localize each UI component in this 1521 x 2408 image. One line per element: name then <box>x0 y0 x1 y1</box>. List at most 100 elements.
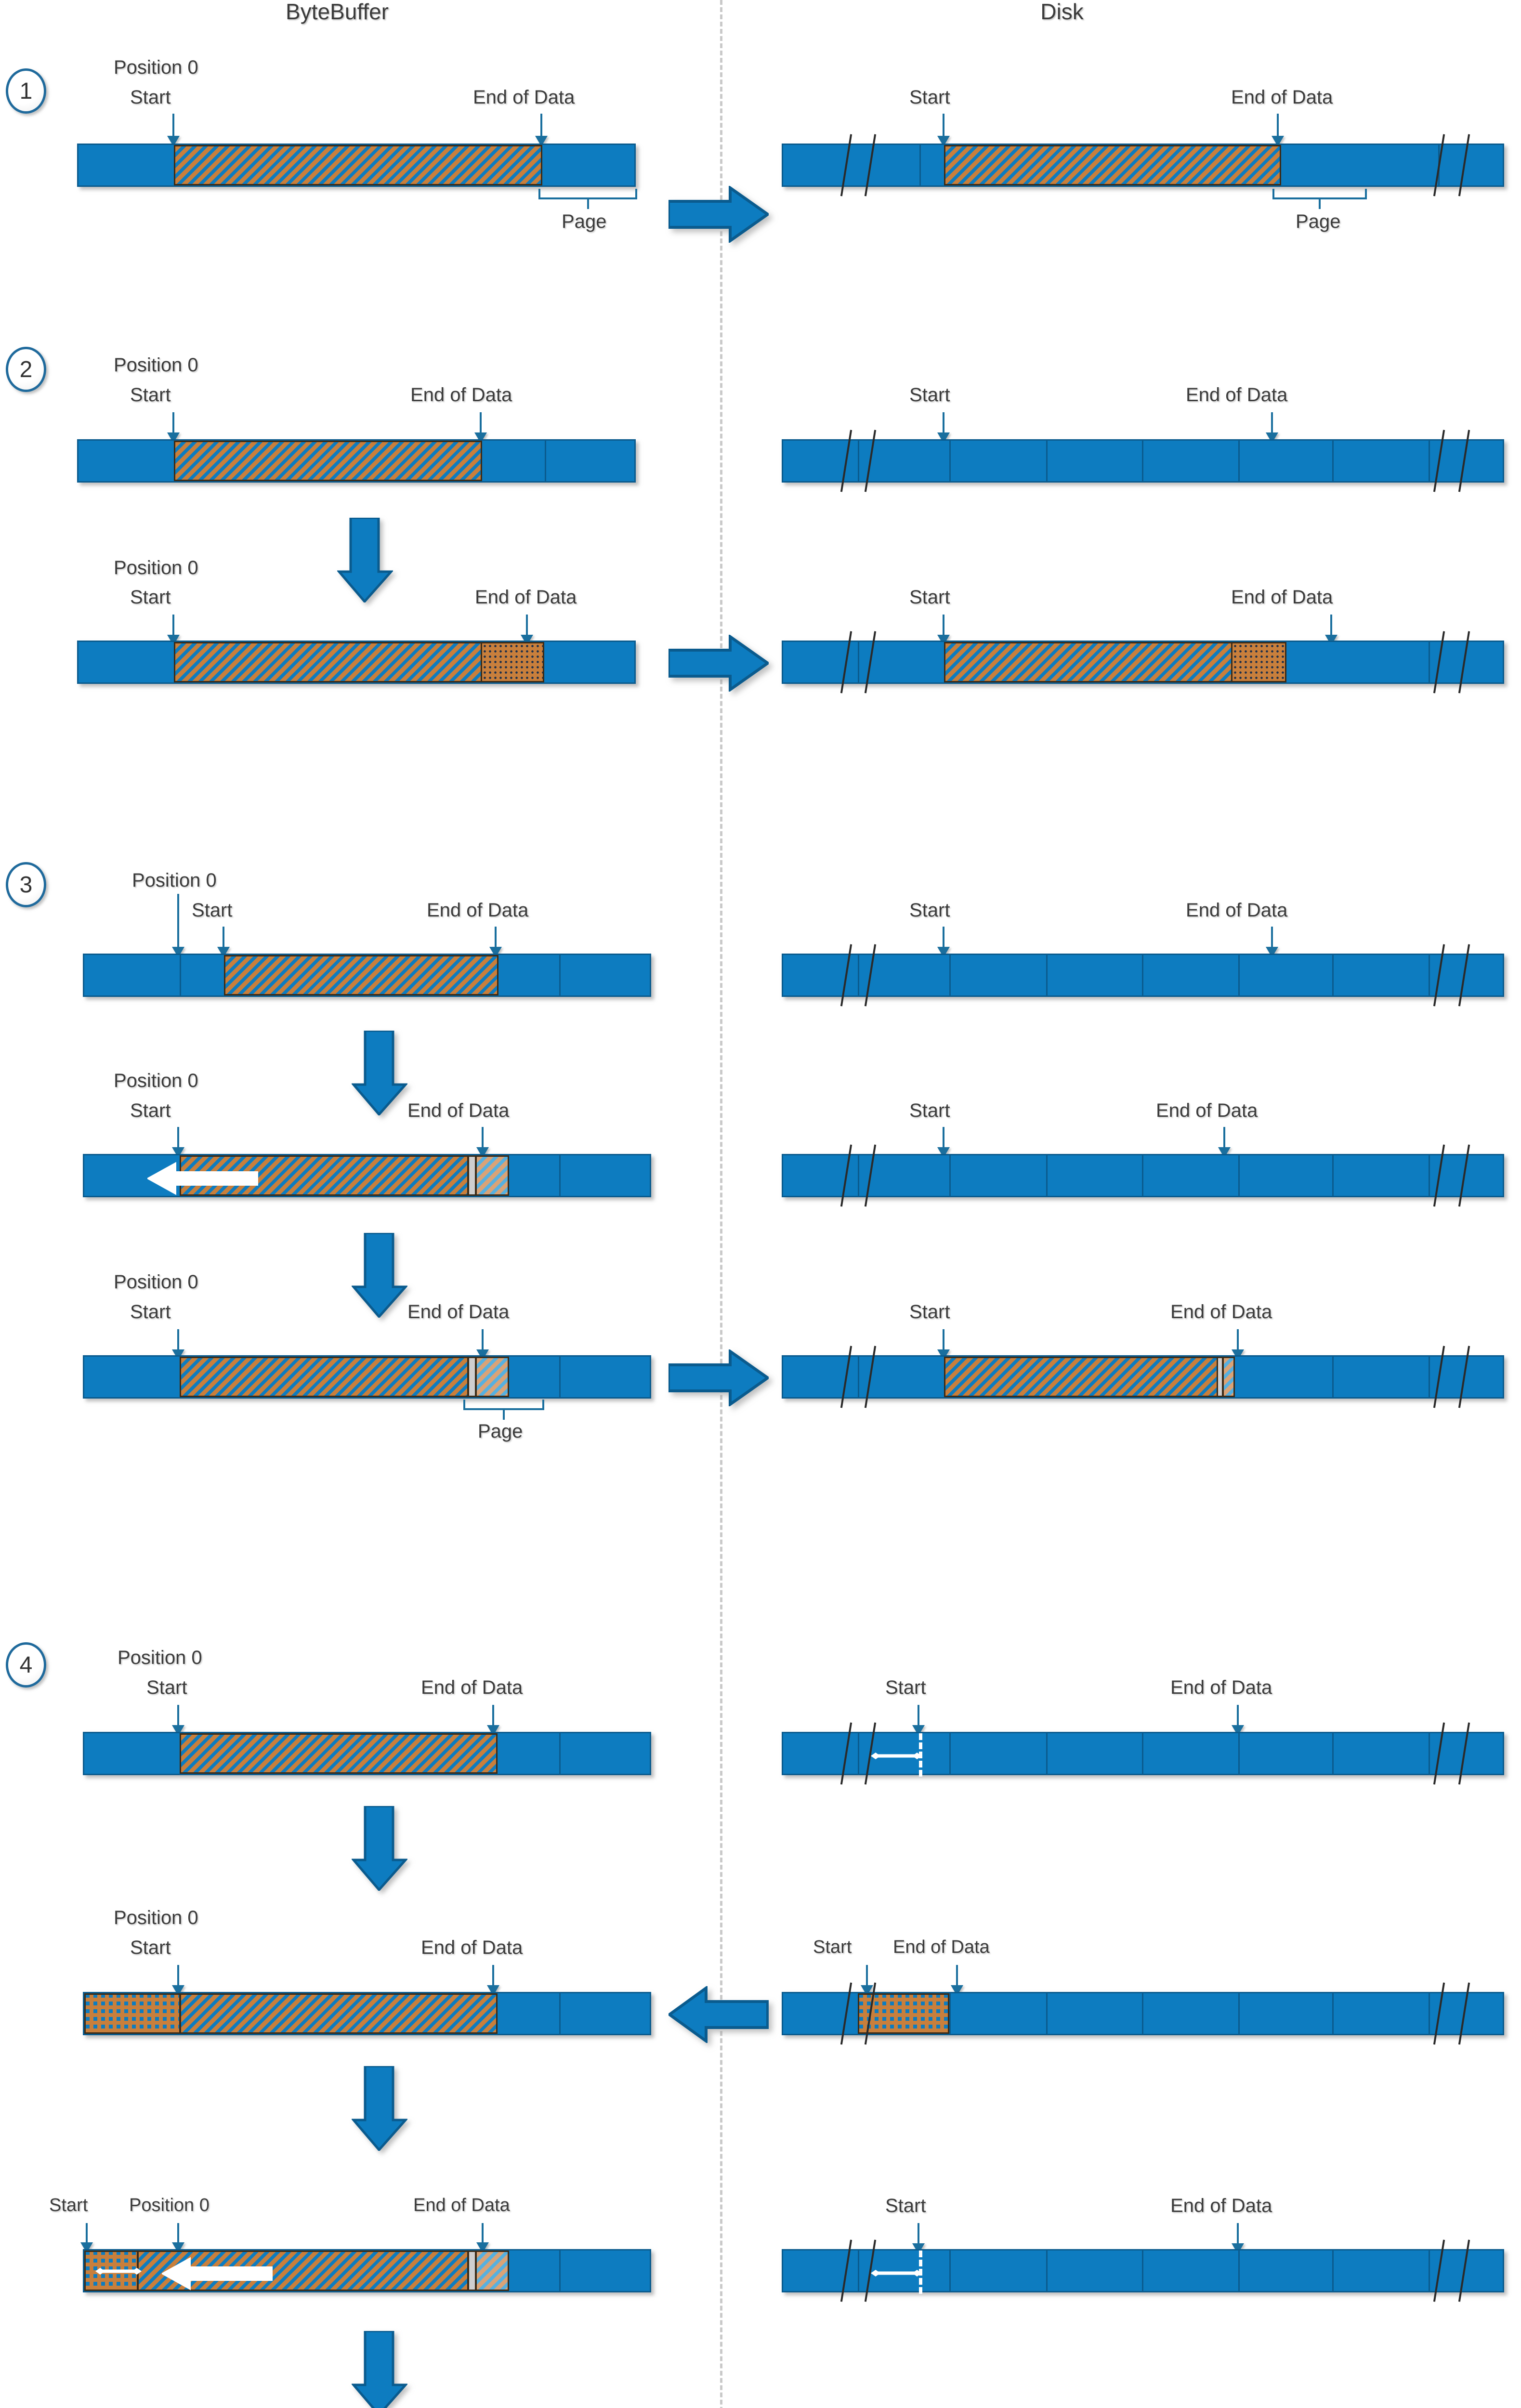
stale-segment <box>475 2251 509 2291</box>
pointer-end-of-data <box>1237 2223 1239 2244</box>
disk-cell-separator <box>1142 441 1143 481</box>
label-position0: Position 0 <box>114 57 198 78</box>
disk-cell-separator <box>1332 2251 1334 2291</box>
label-end-of-data: End of Data <box>1231 87 1333 108</box>
data-segment <box>174 642 482 682</box>
data-segment <box>180 1733 498 1774</box>
cell-separator <box>559 955 561 995</box>
bytebuffer-bar <box>83 954 651 997</box>
disk-cell-separator <box>1429 955 1430 995</box>
cell-separator <box>559 2251 561 2291</box>
disk-cell-separator <box>949 1155 951 1196</box>
label-position0: Position 0 <box>114 354 198 376</box>
disk-cell-separator <box>919 145 921 185</box>
label-end-of-data: End of Data <box>421 1937 523 1958</box>
step-number-1: 1 <box>19 78 33 104</box>
data-segment <box>944 145 1281 185</box>
step-badge-1: 1 <box>6 68 46 114</box>
label-start: Start <box>885 2195 926 2216</box>
stale-segment <box>1222 1357 1235 1397</box>
label-end-of-data: End of Data <box>413 2195 510 2215</box>
step-badge-3: 3 <box>6 862 46 907</box>
disk-cell-separator <box>1429 441 1430 481</box>
bytebuffer-bar <box>83 1355 651 1399</box>
step-badge-2: 2 <box>6 347 46 392</box>
disk-bar <box>782 144 1504 187</box>
data-segment <box>174 441 482 481</box>
pointer-end-of-data <box>492 1705 494 1726</box>
flow-arrow-down <box>352 2331 407 2408</box>
pointer-end-of-data <box>482 1329 484 1350</box>
disk-cell-separator <box>1142 955 1143 995</box>
data-segment <box>180 1993 498 2034</box>
disk-cell-separator <box>858 642 859 682</box>
pointer-start <box>177 1965 179 1986</box>
read-segment <box>84 1993 181 2034</box>
disk-cell-separator <box>1046 1993 1048 2034</box>
disk-cell-separator <box>949 441 951 481</box>
label-page: Page <box>478 1421 523 1442</box>
disk-cell-separator <box>949 1733 951 1774</box>
disk-cell-separator <box>858 955 859 995</box>
flow-arrow-down <box>337 518 393 602</box>
pointer-end-of-data <box>480 412 482 433</box>
disk-cell-separator <box>1332 441 1334 481</box>
pointer-end-of-data <box>1223 1127 1225 1148</box>
stale-segment <box>475 1155 509 1196</box>
start-dashed-line <box>919 1733 922 1777</box>
disk-cell-separator <box>858 1155 859 1196</box>
disk-cell-separator <box>1238 2251 1240 2291</box>
cell-separator <box>180 955 181 995</box>
disk-cell-separator <box>1238 955 1240 995</box>
label-start: Start <box>909 1301 950 1322</box>
label-start: Start <box>146 1677 187 1698</box>
disk-cell-separator <box>1046 2251 1048 2291</box>
label-start: Start <box>192 900 233 921</box>
page-brace <box>1272 189 1367 199</box>
disk-cell-separator <box>1238 1993 1240 2034</box>
label-start: Start <box>909 384 950 406</box>
disk-cell-separator <box>858 441 859 481</box>
cell-separator <box>559 1733 561 1774</box>
label-end-of-data: End of Data <box>421 1677 523 1698</box>
label-end-of-data: End of Data <box>1186 384 1288 406</box>
flow-arrow-right-3 <box>669 1349 769 1406</box>
flow-arrow-down <box>352 1031 407 1115</box>
pointer-start <box>866 1965 868 1986</box>
step-badge-4: 4 <box>6 1642 46 1688</box>
bytebuffer-bar <box>77 641 636 684</box>
offset-measure <box>871 1753 922 1759</box>
disk-cell-separator <box>949 955 951 995</box>
disk-cell-separator <box>1238 1733 1240 1774</box>
pointer-start <box>172 615 174 636</box>
label-start: Start <box>813 1937 852 1957</box>
cell-separator <box>559 1357 561 1397</box>
label-end-of-data: End of Data <box>893 1937 990 1957</box>
label-position0: Position 0 <box>132 870 217 891</box>
label-start: Start <box>130 1100 171 1121</box>
pointer-start <box>177 1329 179 1350</box>
step-number-3: 3 <box>19 872 33 898</box>
flow-arrow-right-2 <box>669 635 769 692</box>
label-end-of-data: End of Data <box>1170 2195 1272 2216</box>
disk-cell-separator <box>949 1993 951 2034</box>
disk-bar <box>782 439 1504 483</box>
pointer-start <box>943 114 944 137</box>
column-title-bytebuffer: ByteBuffer <box>286 0 389 24</box>
flow-arrow-down <box>352 1233 407 1318</box>
disk-bar <box>782 954 1504 997</box>
label-start: Start <box>130 587 171 608</box>
disk-cell-separator <box>1332 955 1334 995</box>
pointer-start <box>943 615 944 636</box>
shift-left-arrow <box>147 1162 258 1195</box>
pointer-start <box>943 1329 944 1350</box>
data-segment <box>180 1357 469 1397</box>
disk-cell-separator <box>1429 1155 1430 1196</box>
disk-cell-separator <box>1046 441 1048 481</box>
label-start: Start <box>909 1100 950 1121</box>
pointer-start <box>177 1705 179 1726</box>
label-position0: Position 0 <box>118 1647 202 1668</box>
offset-measure <box>871 2270 922 2277</box>
label-position0: Position 0 <box>114 1070 198 1091</box>
label-start: Start <box>885 1677 926 1698</box>
